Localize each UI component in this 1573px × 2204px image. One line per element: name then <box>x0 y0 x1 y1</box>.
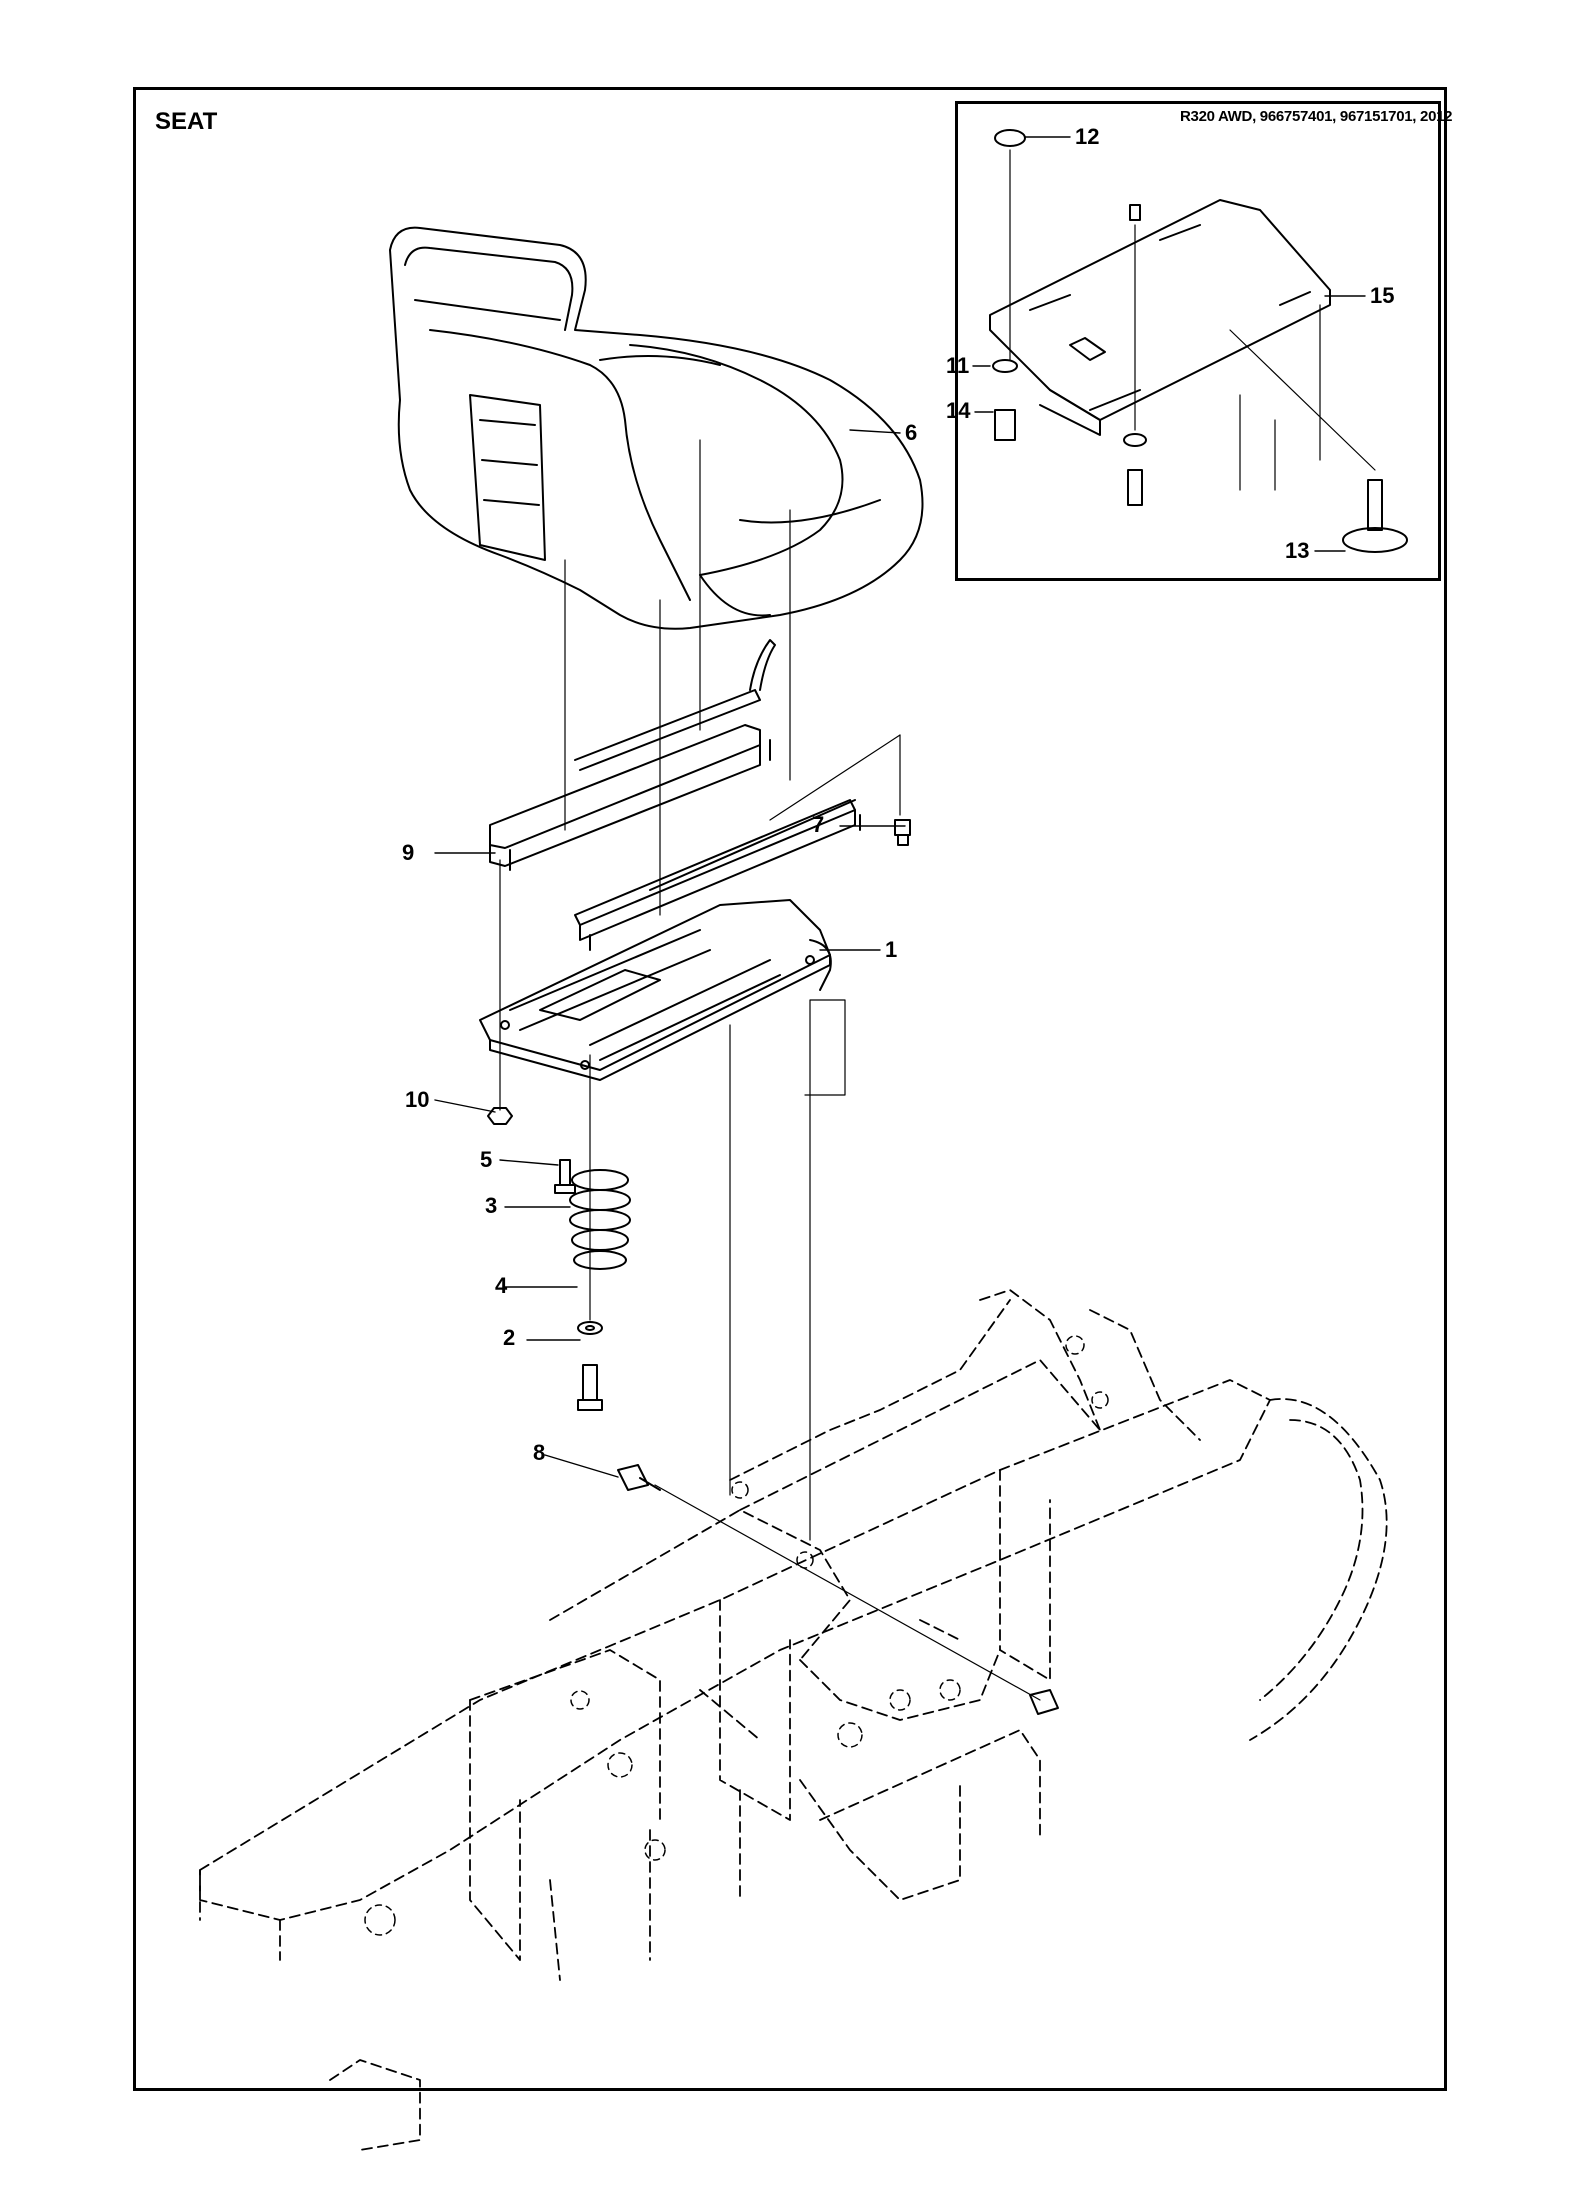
callout-13: 13 <box>1285 538 1310 563</box>
callout-1: 1 <box>885 937 898 962</box>
callout-15: 15 <box>1370 283 1395 308</box>
bolt-7 <box>894 819 911 846</box>
inset-frame <box>955 101 1441 581</box>
bolt-5 <box>554 1159 576 1194</box>
inset-alignment-lines <box>1009 149 1376 491</box>
inset-title: R320 AWD, 966757401, 967151701, 2012 <box>1180 108 1453 125</box>
bolt-2 <box>577 1364 603 1411</box>
inset-seat-plate <box>989 199 1331 436</box>
inset-hardware <box>992 129 1408 553</box>
callout-11: 11 <box>946 353 970 378</box>
bolt-8 <box>617 1464 661 1491</box>
bolt-8b <box>1029 1689 1059 1715</box>
callout-3: 3 <box>485 1193 498 1218</box>
spring <box>569 1169 631 1270</box>
chassis-frame <box>199 1289 1388 2151</box>
washer-4 <box>577 1321 603 1335</box>
seat-plate <box>479 899 832 1081</box>
alignment-lines <box>499 439 1041 1701</box>
seat-cushion <box>389 226 924 630</box>
callout-9: 9 <box>402 840 415 865</box>
callout-leaders <box>434 136 1366 1478</box>
callout-5: 5 <box>480 1147 493 1172</box>
nut-10 <box>487 1107 513 1125</box>
seat-rails <box>489 639 861 951</box>
chassis-holes <box>364 1335 1109 1936</box>
diagram-title: SEAT <box>155 108 218 135</box>
callout-4: 4 <box>495 1273 508 1298</box>
callout-14: 14 <box>946 398 971 423</box>
callout-7: 7 <box>812 812 825 837</box>
diagram-frame <box>133 87 1447 2091</box>
callout-10: 10 <box>405 1087 430 1112</box>
callout-8: 8 <box>533 1440 546 1465</box>
callout-6: 6 <box>905 420 918 445</box>
callout-12: 12 <box>1075 124 1100 149</box>
callout-2: 2 <box>503 1325 516 1350</box>
